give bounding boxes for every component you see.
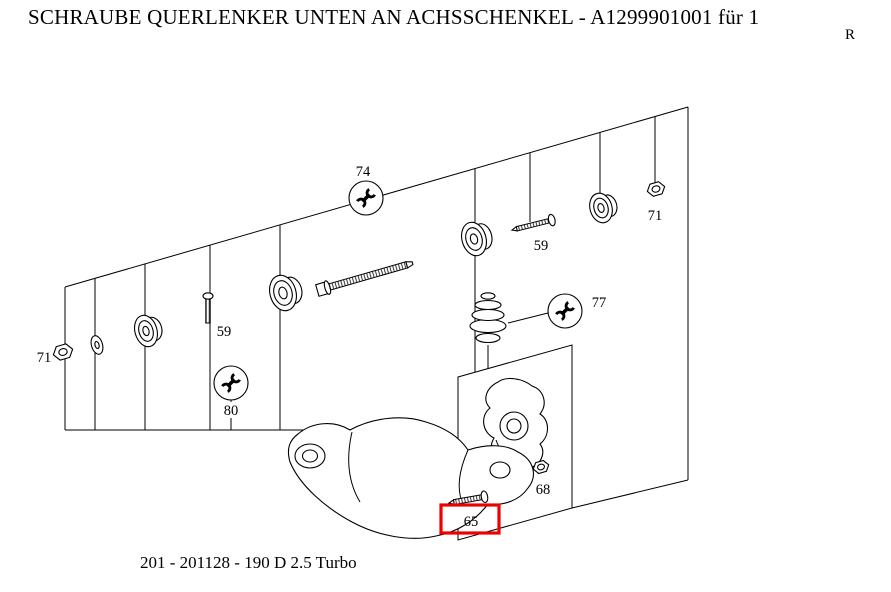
long-bolt[interactable]: [315, 256, 414, 297]
washer[interactable]: [89, 334, 105, 355]
callout-59-left[interactable]: 59: [217, 324, 232, 340]
wrench-callout-77[interactable]: [547, 293, 583, 329]
control-arm[interactable]: [287, 417, 534, 539]
corner-mark: R: [845, 27, 856, 43]
callout-71-right[interactable]: 71: [648, 208, 663, 224]
wrench-callout-80[interactable]: [213, 365, 249, 418]
bolt-65[interactable]: [447, 490, 489, 508]
bolt-59-right[interactable]: [510, 213, 557, 236]
bushing-rear-right[interactable]: [586, 189, 620, 225]
nut-71-left[interactable]: [51, 343, 74, 362]
callout-80[interactable]: 80: [224, 403, 239, 419]
diagram-caption: 201 - 201128 - 190 D 2.5 Turbo: [140, 553, 357, 572]
callout-71-left[interactable]: 71: [37, 350, 52, 366]
page-title: SCHRAUBE QUERLENKER UNTEN AN ACHSSCHENKE…: [28, 5, 760, 29]
callout-65[interactable]: 65: [464, 514, 479, 530]
bushing-front-left[interactable]: [131, 311, 166, 349]
callout-59-right[interactable]: 59: [534, 238, 549, 254]
wrench-icon: [221, 373, 241, 393]
wrench-callout-74[interactable]: [348, 180, 384, 216]
bolt-59-left[interactable]: [202, 292, 214, 324]
nut-68[interactable]: [532, 459, 550, 475]
bushing-front-right[interactable]: [458, 218, 496, 259]
ball-joint-boot[interactable]: [469, 292, 507, 344]
wrench-icon: [555, 301, 575, 321]
bushing-rear-left[interactable]: [266, 270, 307, 313]
callout-68[interactable]: 68: [536, 482, 551, 498]
highlight-box-65: [439, 503, 501, 535]
nut-71-right[interactable]: [646, 180, 667, 197]
callout-77[interactable]: 77: [592, 295, 607, 311]
wrench-icon: [356, 188, 376, 208]
callout-74[interactable]: 74: [356, 164, 371, 180]
